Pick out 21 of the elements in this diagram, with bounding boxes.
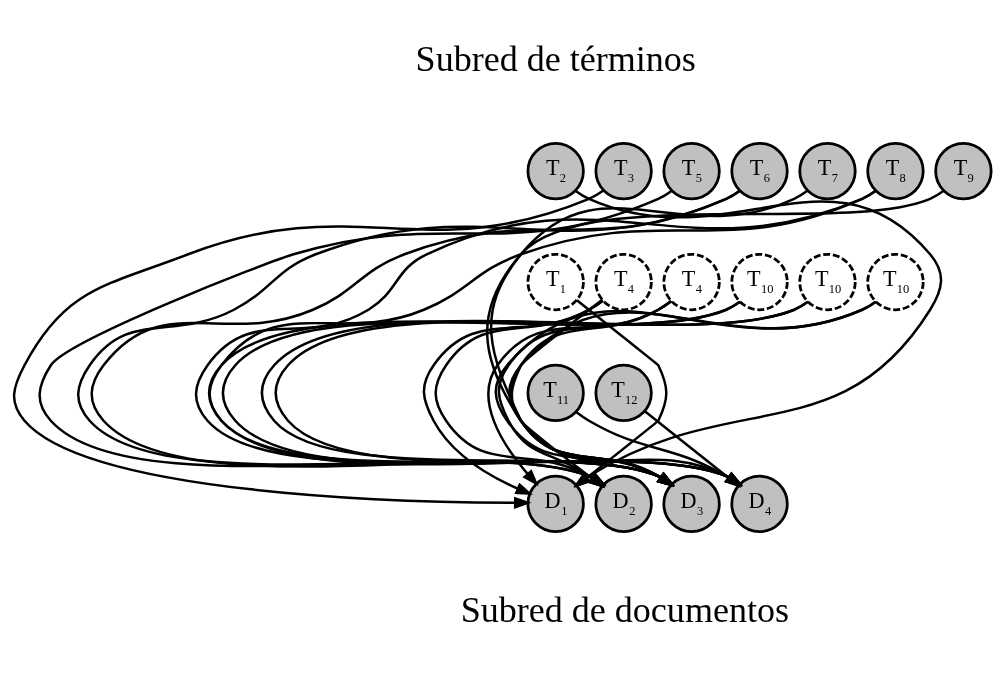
node-circle: T$_{8}$ — [866, 141, 925, 200]
node-circle: T$_{2}$ — [526, 141, 585, 200]
label: Subred de términos — [415, 38, 696, 79]
node-circle: T$_{1}$ — [526, 252, 585, 311]
node-circle: T$_{5}$ — [662, 141, 721, 200]
node-circle: D$_{4}$ — [730, 474, 789, 533]
node-circle: T$_{3}$ — [594, 141, 653, 200]
node-circle: T$_{10}$ — [730, 252, 789, 311]
node-circle: T$_{11}$ — [526, 363, 585, 422]
node-circle: T$_{12}$ — [594, 363, 653, 422]
node-circle: T$_{6}$ — [730, 141, 789, 200]
node-circle: T$_{4}$ — [594, 252, 653, 311]
node-circle: T$_{10}$ — [798, 252, 857, 311]
node-circle: D$_{1}$ — [526, 474, 585, 533]
node-circle: D$_{2}$ — [594, 474, 653, 533]
label: Subred de documentos — [460, 589, 790, 630]
node-circle: T$_{9}$ — [934, 141, 993, 200]
node-circle: T$_{7}$ — [798, 141, 857, 200]
node-circle: T$_{10}$ — [866, 252, 925, 311]
node-circle: D$_{3}$ — [662, 474, 721, 533]
node-circle: T$_{4}$ — [662, 252, 721, 311]
